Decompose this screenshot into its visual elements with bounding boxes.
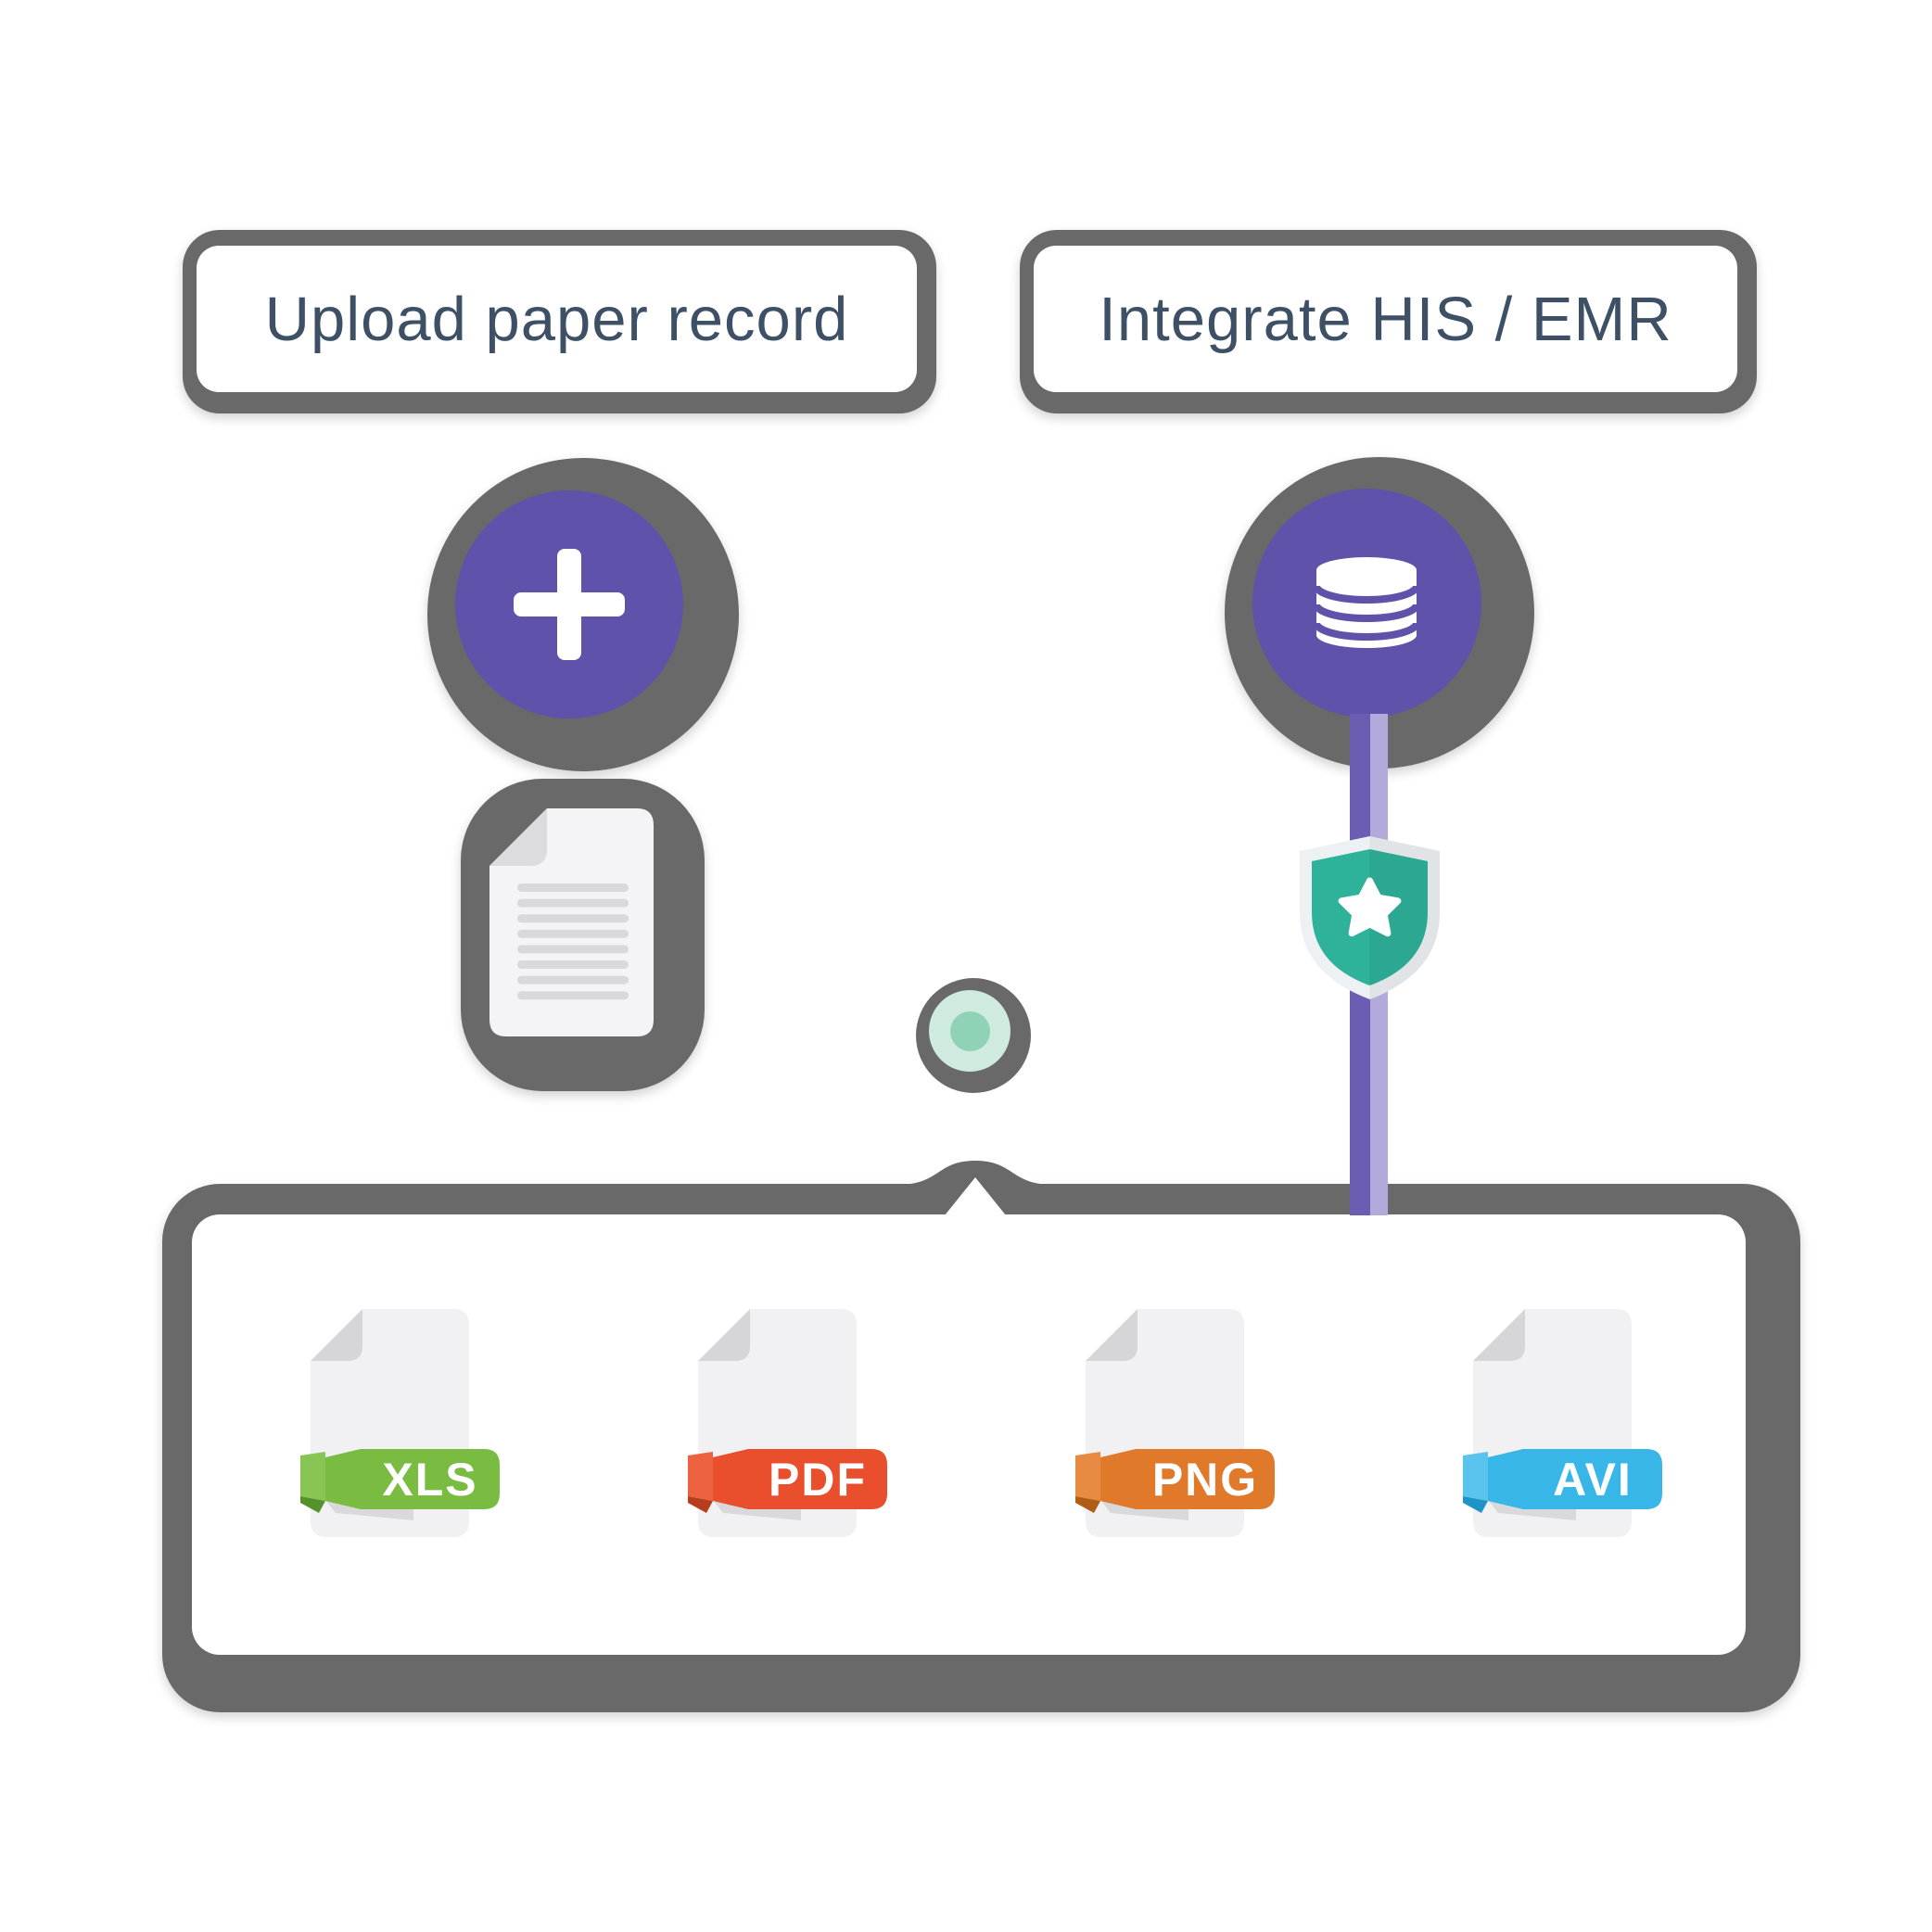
file-badge-pdf: PDF (769, 1454, 867, 1506)
upload-paper-record-label: Upload paper record (264, 284, 849, 354)
document-text-lines (517, 883, 629, 1000)
file-formats-container (162, 1184, 1800, 1712)
page-fold (489, 808, 547, 866)
file-badge-avi: AVI (1553, 1454, 1633, 1506)
document-icon (489, 808, 654, 1036)
paper-document-badge (461, 779, 705, 1091)
integrate-his-emr-button[interactable]: Integrate HIS / EMR (1020, 230, 1757, 413)
integrate-his-emr-label: Integrate HIS / EMR (1099, 284, 1672, 354)
star-icon (1338, 877, 1402, 937)
security-shield-icon (1300, 836, 1440, 999)
add-record-inner-circle (455, 490, 683, 718)
database-icon (1316, 557, 1417, 648)
upload-paper-record-button[interactable]: Upload paper record (183, 230, 936, 413)
file-badge-xls: XLS (382, 1454, 477, 1506)
file-badge-png: PNG (1152, 1454, 1258, 1506)
database-inner-circle (1252, 489, 1481, 718)
process-dot (916, 978, 1031, 1093)
add-record-circle[interactable] (427, 458, 739, 771)
brace-notch (897, 1161, 1053, 1215)
